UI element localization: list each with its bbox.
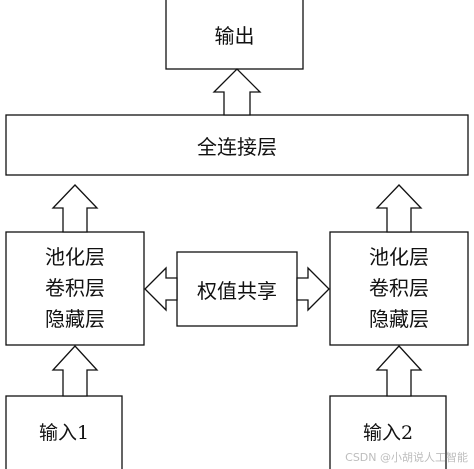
arrow-input1-to-left xyxy=(51,345,99,397)
input-2-label: 输入2 xyxy=(362,421,414,444)
input-1-label: 输入1 xyxy=(38,421,90,444)
left-branch-line: 池化层 xyxy=(45,245,105,269)
output-box xyxy=(165,0,304,70)
fc-layer-label: 全连接层 xyxy=(197,134,277,159)
output-label: 输出 xyxy=(214,24,255,48)
right-branch-box xyxy=(329,231,469,346)
input-2-box xyxy=(329,395,447,469)
input-1-box xyxy=(5,395,123,469)
right-branch-line: 卷积层 xyxy=(369,276,429,300)
arrow-input2-to-right xyxy=(375,345,423,397)
right-branch-labels: 池化层 卷积层 隐藏层 xyxy=(330,232,468,345)
left-branch-line: 隐藏层 xyxy=(45,307,105,331)
shared-weights-label: 权值共享 xyxy=(197,278,277,303)
right-branch-line: 池化层 xyxy=(369,245,429,269)
arrow-right-to-fc xyxy=(375,184,423,233)
left-branch-line: 卷积层 xyxy=(45,276,105,300)
left-branch-box xyxy=(5,231,145,346)
csdn-watermark: CSDN @小胡说人工智能 xyxy=(345,451,468,464)
arrow-left-to-fc xyxy=(51,184,99,233)
left-branch-labels: 池化层 卷积层 隐藏层 xyxy=(6,232,144,345)
arrow-fc-to-output xyxy=(212,68,262,116)
right-branch-line: 隐藏层 xyxy=(369,307,429,331)
fc-layer-box xyxy=(5,114,469,176)
arrow-shared-to-right xyxy=(296,266,330,312)
arrow-shared-to-left xyxy=(144,266,178,312)
